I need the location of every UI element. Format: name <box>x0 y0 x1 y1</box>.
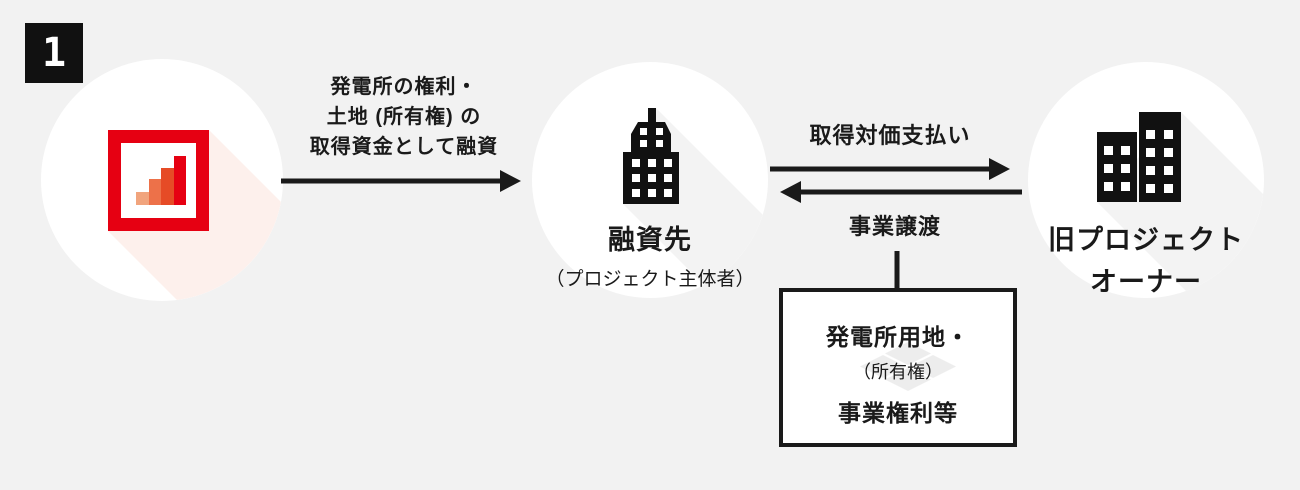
payment-arrow-head <box>989 158 1010 180</box>
borrower-title: 融資先 <box>608 225 692 255</box>
old-owner-title-line1: 旧プロジェクト <box>1048 225 1244 255</box>
step-number: 1 <box>41 30 67 76</box>
two-buildings-icon <box>1097 112 1264 298</box>
logo-bar-1 <box>136 192 149 205</box>
logo-bar-3 <box>161 168 174 205</box>
loan-arrow-label-line: 取得資金として融資 <box>309 136 499 158</box>
borrower-subtitle: （プロジェクト主体者） <box>545 269 755 290</box>
logo-bar-2 <box>149 179 161 205</box>
land-plot-watermark <box>860 342 956 391</box>
long-shadow <box>623 108 768 298</box>
asset-box-line-3: 事業権利等 <box>838 400 958 426</box>
transfer-arrow-label: 事業譲渡 <box>848 214 941 239</box>
old-owner-title-line2: オーナー <box>1090 267 1202 297</box>
bar-chart-logo-icon <box>108 130 283 301</box>
borrower-node <box>532 62 768 298</box>
asset-box-line-2: （所有権） <box>853 362 943 382</box>
asset-box: 発電所用地・ （所有権） 事業権利等 <box>779 288 1017 447</box>
step-number-badge: 1 <box>25 23 83 83</box>
loan-arrow-label-line: 発電所の権利・ <box>330 76 478 98</box>
office-tower-icon <box>623 108 768 298</box>
old-owner-node <box>1028 62 1264 298</box>
transfer-arrow-head <box>780 181 801 203</box>
loan-arrow-label-line: 土地 (所有権) の <box>326 106 482 128</box>
payment-arrow-label: 取得対価支払い <box>809 123 971 148</box>
long-shadow <box>1097 112 1264 298</box>
loan-arrow-head <box>500 170 521 192</box>
loan-arrow-label: 発電所の権利・ 土地 (所有権) の 取得資金として融資 <box>284 72 524 162</box>
asset-box-line-1: 発電所用地・ <box>826 324 970 350</box>
lender-node <box>41 59 283 301</box>
logo-bar-4 <box>174 156 186 205</box>
